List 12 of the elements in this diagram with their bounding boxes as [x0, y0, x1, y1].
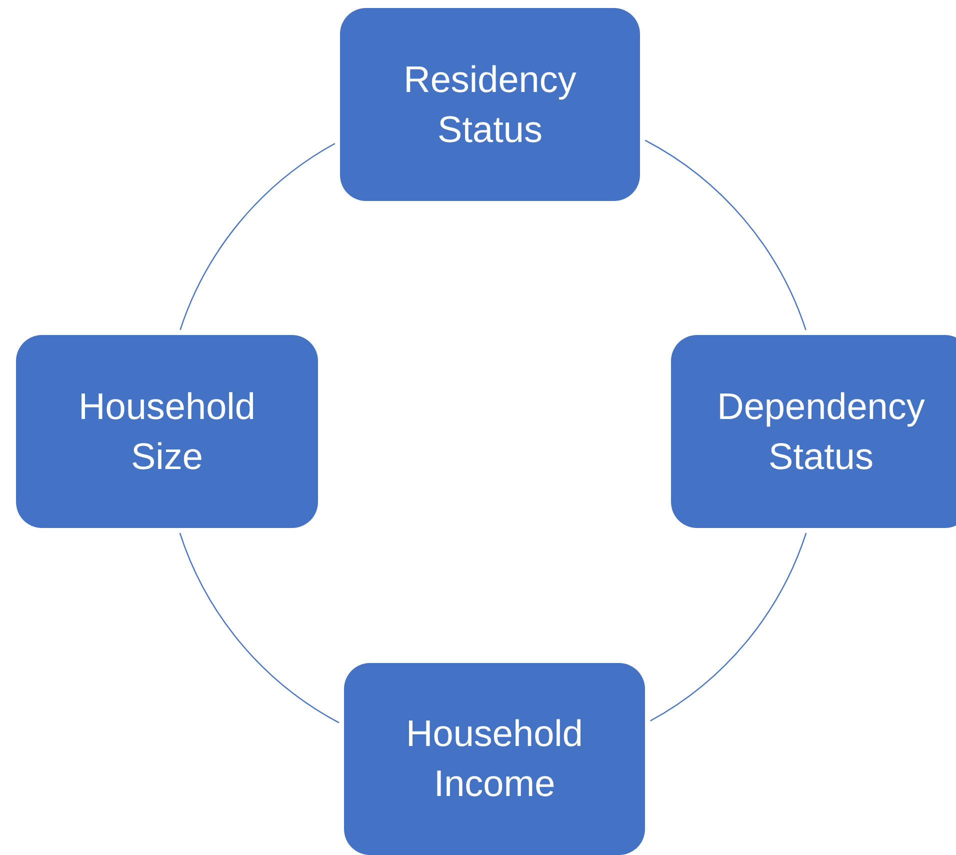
connector-arc — [179, 532, 340, 724]
process-box — [16, 335, 318, 528]
connector-arc — [650, 532, 807, 722]
process-box — [340, 8, 640, 201]
connector-arc — [644, 140, 806, 330]
node-label: Dependency Status — [716, 384, 926, 478]
process-box — [344, 663, 645, 855]
node-label: Household Size — [78, 384, 256, 478]
node-label: Household Income — [405, 712, 584, 806]
connector-arc — [180, 143, 336, 330]
node-label: Residency Status — [402, 58, 578, 152]
process-box — [671, 335, 956, 528]
